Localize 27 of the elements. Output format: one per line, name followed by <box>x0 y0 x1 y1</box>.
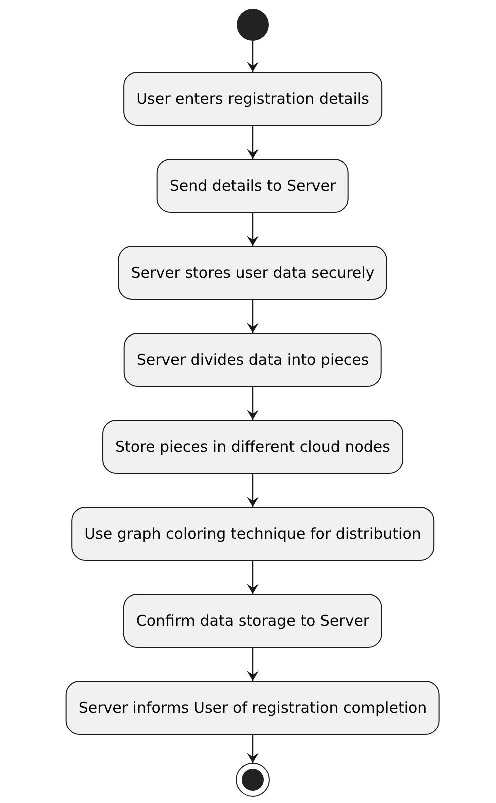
arrow <box>247 213 259 246</box>
arrow <box>247 387 259 420</box>
activity-box <box>66 681 440 735</box>
activity-label: Server stores user data securely <box>131 262 375 284</box>
activity-label: Store pieces in different cloud nodes <box>116 436 390 458</box>
activity-label: Confirm data storage to Server <box>136 610 370 632</box>
activity-label: Server informs User of registration completion <box>78 698 428 719</box>
activity-box <box>124 333 382 387</box>
arrow <box>247 561 259 594</box>
arrow <box>247 300 259 333</box>
arrow <box>247 41 259 72</box>
activity-label: Send details to Server <box>170 176 336 197</box>
activity-box <box>123 594 383 648</box>
arrow <box>247 735 259 763</box>
arrow <box>247 126 259 159</box>
activity-box <box>124 72 382 126</box>
arrow <box>247 648 259 681</box>
activity-label: Use graph coloring technique for distribution <box>84 524 422 545</box>
activity-box <box>156 159 350 213</box>
activity-box <box>118 246 388 300</box>
activity-label: Server divides data into pieces <box>136 350 370 371</box>
activity-label: User enters registration details <box>136 88 370 110</box>
arrow <box>247 474 259 507</box>
activity-box <box>102 420 404 474</box>
activity-box <box>72 507 434 561</box>
start-node <box>237 9 269 41</box>
end-node <box>236 763 270 797</box>
